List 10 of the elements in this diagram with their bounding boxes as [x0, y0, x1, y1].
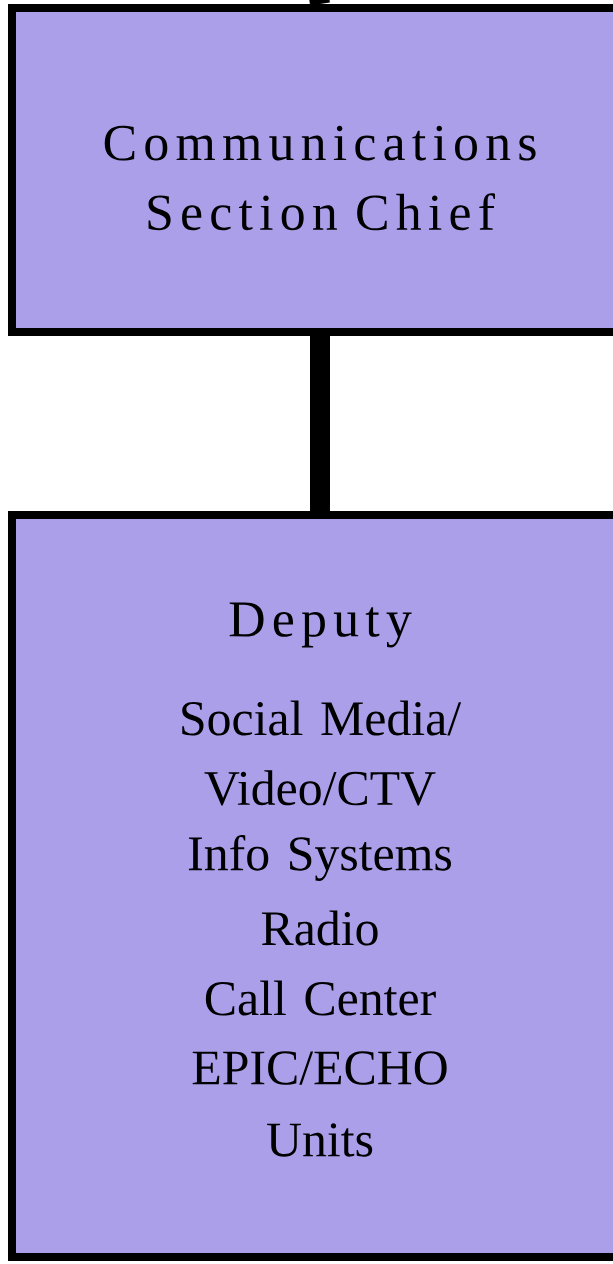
box-text: Deputy — [229, 602, 412, 648]
connector-line — [310, 336, 330, 511]
box-text: Radio — [261, 910, 378, 946]
connector-line — [308, 0, 330, 6]
box-text: Communications Section Chief — [104, 125, 536, 231]
box-text: Info Systems — [188, 835, 451, 881]
box-text: Units — [267, 1123, 373, 1157]
box-text: Social Media/ Video/CTV — [182, 700, 462, 806]
box-text: Call Center — [205, 980, 436, 1016]
box-text: EPIC/ECHO — [192, 1051, 447, 1085]
